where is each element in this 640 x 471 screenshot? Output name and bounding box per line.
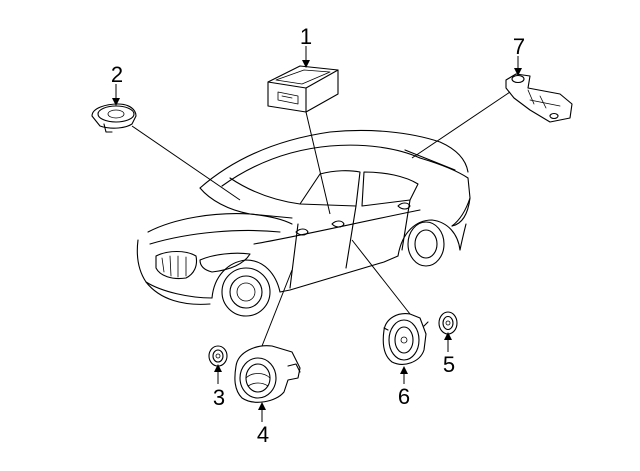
- part-7-antenna-amplifier: [505, 73, 573, 123]
- part-1-amplifier-module: [267, 65, 339, 113]
- part-6-door-speaker: [382, 313, 429, 365]
- callout-7: 7: [513, 34, 525, 59]
- callout-arrows: [112, 46, 522, 422]
- part-4-door-speaker: [234, 345, 301, 403]
- car-body: [136, 129, 471, 317]
- callout-1: 1: [300, 24, 312, 49]
- part-5-small-speaker: [438, 311, 458, 335]
- leader-lines: [131, 91, 511, 347]
- callout-2: 2: [111, 62, 123, 87]
- callout-5: 5: [443, 352, 455, 377]
- part-2-tweeter: [91, 103, 137, 133]
- part-3-small-speaker: [208, 345, 228, 367]
- callout-6: 6: [398, 384, 410, 409]
- callout-4: 4: [257, 422, 269, 447]
- callout-3: 3: [213, 385, 225, 410]
